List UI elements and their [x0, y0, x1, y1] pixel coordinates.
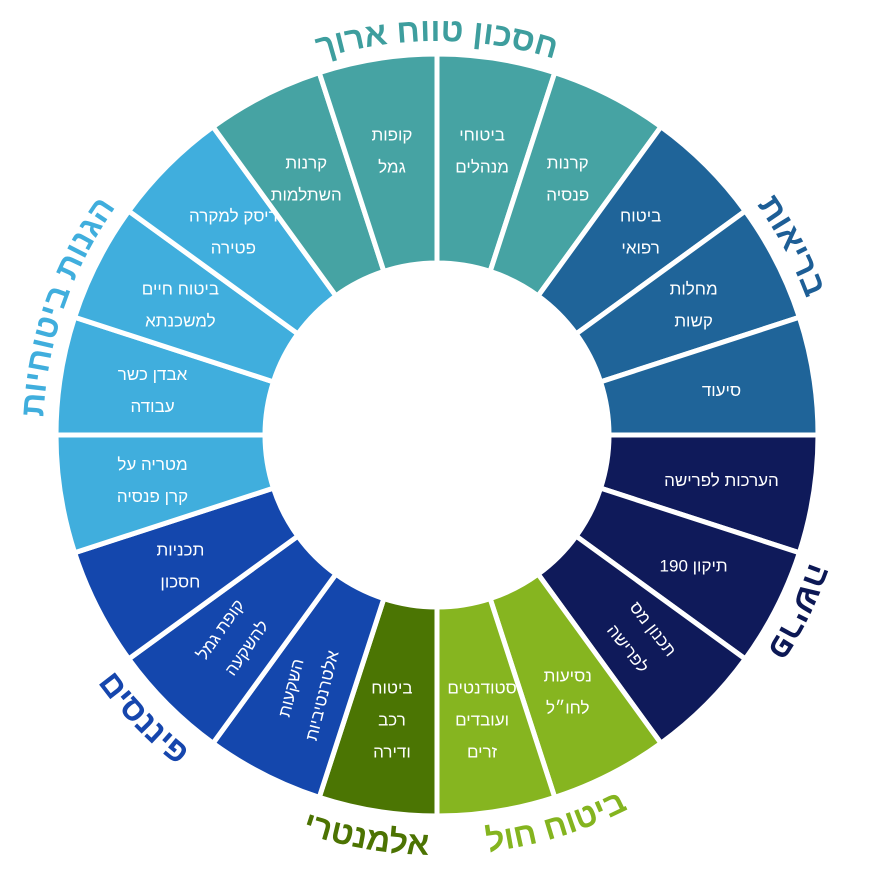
segment-label-line: לחו״ל — [546, 699, 590, 718]
segment-17[interactable]: ריסק למקרה פטירה — [125, 123, 340, 338]
segment-label-line: עבודה — [130, 397, 174, 416]
segment-label: ביטוח חיים למשכנתא — [142, 279, 219, 330]
segment-label-line: קרן פנסיה — [117, 487, 188, 506]
segment-label: אבדן כשר עבודה — [118, 365, 188, 416]
segment-12[interactable]: קופת גמללהשקעה — [125, 532, 340, 747]
segment-label: קרנות השתלמות — [271, 153, 342, 204]
segment-label-line: קשות — [674, 311, 713, 330]
segment-label: סיעוד — [702, 381, 741, 400]
segment-label-line: קרנות — [547, 153, 589, 172]
segment-label-line: ביטוחי — [459, 126, 505, 145]
segment-label-line: זרים — [467, 742, 498, 761]
segment-label-line: ביטוח — [620, 206, 661, 225]
segment-label-line: ביטוח — [371, 678, 412, 697]
segment-label: קרנות פנסיה — [546, 153, 589, 204]
segment-label: מחלות קשות — [670, 279, 718, 330]
segment-19[interactable]: קופות גמל — [316, 51, 440, 275]
segment-label-line: תיקון 190 — [660, 557, 728, 576]
segment-wedge[interactable] — [316, 51, 440, 275]
segment-label-line: ודירה — [373, 742, 411, 761]
segment-label: קופות גמל — [371, 126, 412, 177]
segment-label-line: פנסיה — [546, 185, 589, 204]
segment-label-line: נסיעות — [544, 667, 592, 686]
segments-ring: ביטוחי מנהלים קרנות פנסיה ביטוח רפואי מחלות קשו… — [53, 51, 821, 819]
segment-label-line: קרנות — [285, 153, 327, 172]
segment-label-line: פטירה — [211, 238, 256, 257]
segment-15[interactable]: אבדן כשר עבודה — [53, 314, 277, 438]
segment-label-line: הערכות לפרישה — [664, 471, 779, 490]
segment-label-line: גמל — [378, 158, 406, 177]
segment-label: תכניות חסכון — [156, 541, 204, 592]
segment-label-line: ביטוח חיים — [142, 279, 219, 298]
segment-9[interactable]: סטודנטים ועובדים זרים — [434, 595, 558, 819]
segment-label-line: סיעוד — [702, 381, 741, 400]
segment-label: סטודנטים ועובדים זרים — [447, 678, 516, 761]
segment-label: מטריה על קרן פנסיה — [117, 455, 188, 506]
segment-label-line: חסכון — [160, 573, 200, 592]
segment-10[interactable]: ביטוח רכב ודירה — [316, 595, 440, 819]
segment-label-line: ועובדים — [455, 710, 509, 729]
segment-label-line: רכב — [378, 710, 406, 729]
segment-label: ביטוח רכב ודירה — [371, 678, 412, 761]
segment-label: נסיעות לחו״ל — [544, 667, 592, 718]
segment-11[interactable]: השקעותאלטרנטיביות — [209, 570, 387, 801]
segment-label: הערכות לפרישה — [664, 471, 779, 490]
segment-label-line: אבדן כשר — [118, 365, 188, 384]
segment-label-line: למשכנתא — [145, 311, 216, 330]
segment-label: ביטוחי מנהלים — [455, 126, 509, 177]
segment-label: ביטוח רפואי — [620, 206, 661, 257]
segment-label-line: ריסק למקרה — [189, 206, 278, 225]
segment-label-line: מנהלים — [455, 158, 509, 177]
segment-label-line: השתלמות — [271, 185, 342, 204]
segment-14[interactable]: מטריה על קרן פנסיה — [53, 432, 277, 556]
segment-label-line: מחלות — [670, 279, 718, 298]
segment-label-line: רפואי — [621, 238, 659, 257]
segment-label-line: תכניות — [156, 541, 204, 560]
segment-label: תיקון 190 — [660, 557, 728, 576]
segment-label-line: סטודנטים — [447, 678, 516, 697]
segment-label: ריסק למקרה פטירה — [189, 206, 278, 257]
segment-label-line: קופות — [371, 126, 412, 145]
segment-label-line: מטריה על — [117, 455, 187, 474]
